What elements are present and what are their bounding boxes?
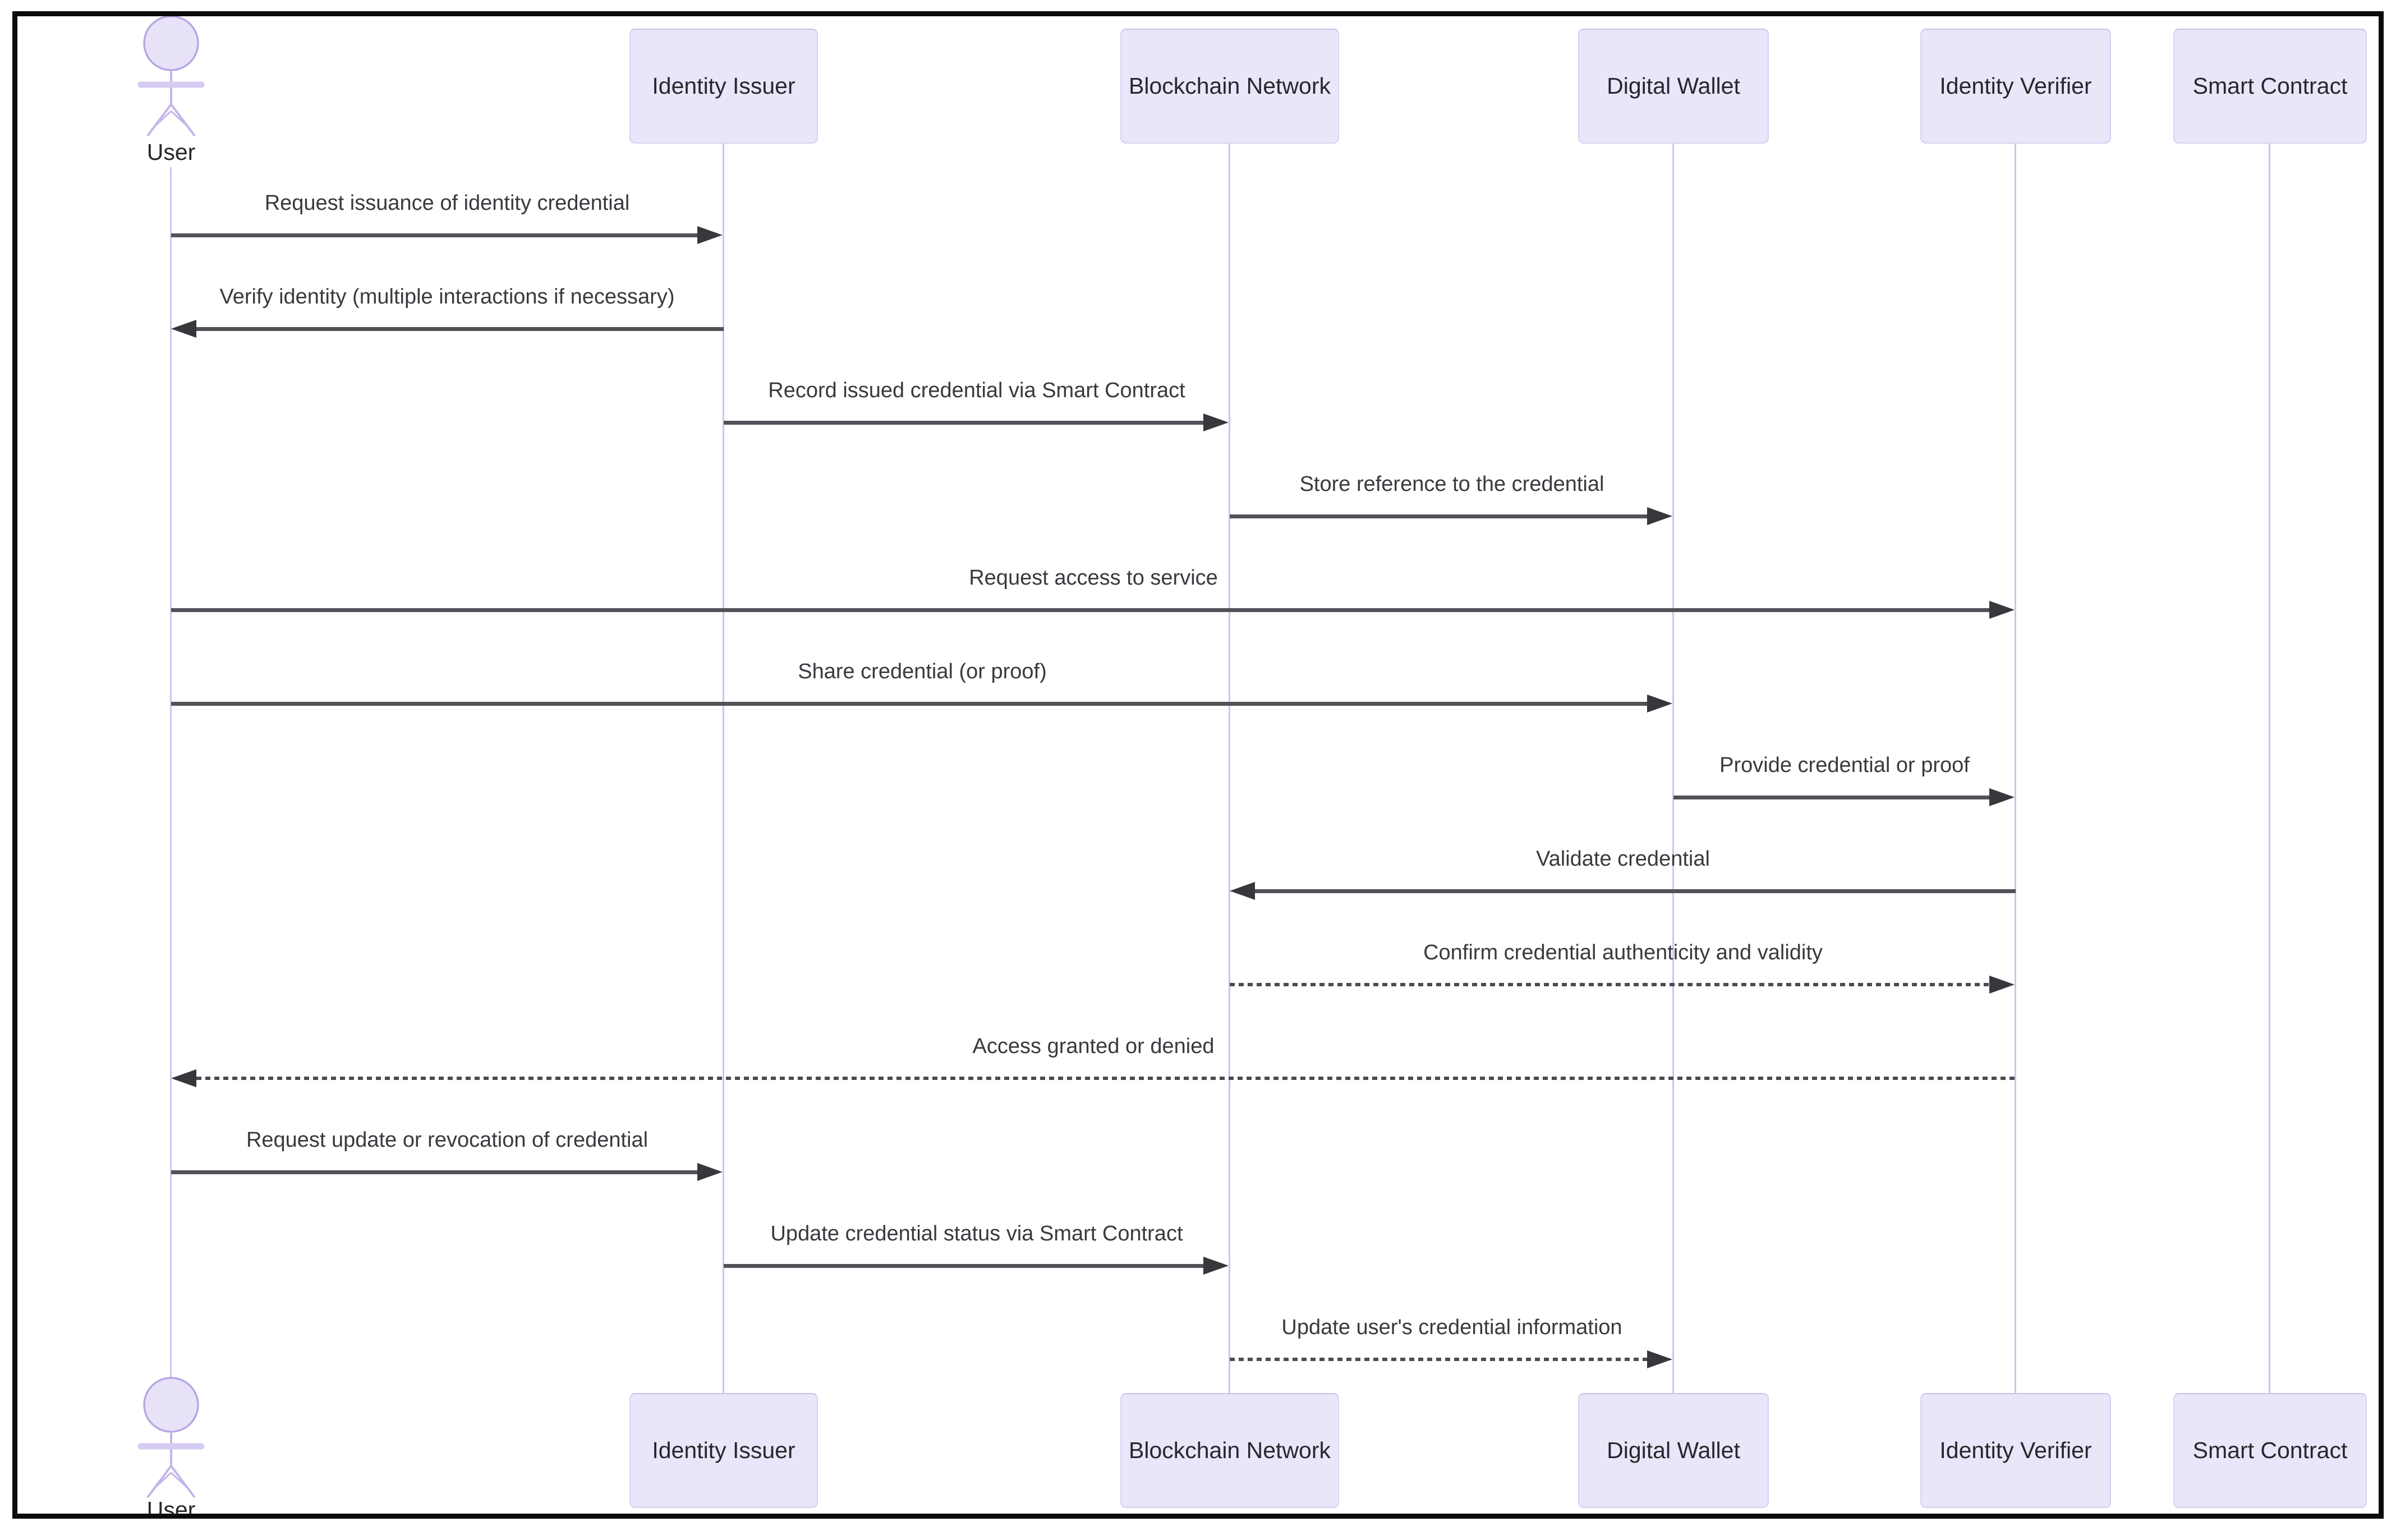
message-label-1: Request issuance of identity credential: [264, 191, 630, 215]
participant-box-smart-contract-top: Smart Contract: [2173, 29, 2367, 144]
diagram-border: [12, 11, 2384, 1519]
message-arrow-7: [1673, 796, 1990, 799]
arrowhead-icon: [1647, 695, 1672, 712]
message-label-9: Confirm credential authenticity and vali…: [1423, 941, 1823, 964]
message-label-8: Validate credential: [1536, 847, 1710, 871]
arrowhead-icon: [1203, 1257, 1229, 1275]
participant-label: Smart Contract: [2192, 1437, 2348, 1463]
participant-label: Blockchain Network: [1128, 73, 1331, 99]
participant-label: Digital Wallet: [1607, 73, 1740, 99]
participant-box-identity-issuer-bottom: Identity Issuer: [629, 1393, 818, 1508]
message-arrow-13: [1230, 1358, 1648, 1361]
message-label-6: Share credential (or proof): [798, 660, 1047, 683]
message-arrow-6: [171, 702, 1648, 706]
actor-user-top-icon: [137, 15, 205, 137]
actor-user-bottom-icon: [137, 1377, 205, 1498]
message-label-7: Provide credential or proof: [1719, 753, 1970, 777]
arrowhead-icon: [697, 226, 723, 244]
message-label-11: Request update or revocation of credenti…: [246, 1128, 649, 1152]
participant-label: Digital Wallet: [1607, 1437, 1740, 1463]
participant-box-smart-contract-bottom: Smart Contract: [2173, 1393, 2367, 1508]
message-arrow-9: [1230, 983, 1990, 986]
lifeline-smart-contract: [2269, 144, 2270, 1393]
lifeline-user: [170, 167, 172, 1377]
actor-user-bottom-label: User: [146, 1497, 196, 1523]
participant-box-identity-issuer-top: Identity Issuer: [629, 29, 818, 144]
arrowhead-icon: [1647, 1350, 1672, 1368]
lifeline-blockchain-network: [1229, 144, 1230, 1393]
participant-label: Identity Verifier: [1939, 1437, 2092, 1463]
message-arrow-10: [196, 1077, 2016, 1080]
participant-box-digital-wallet-top: Digital Wallet: [1578, 29, 1769, 144]
arrowhead-icon: [1989, 601, 2015, 619]
message-arrow-11: [171, 1170, 698, 1174]
message-label-5: Request access to service: [969, 566, 1218, 590]
arrowhead-icon: [1230, 882, 1255, 900]
participant-box-blockchain-network-bottom: Blockchain Network: [1120, 1393, 1339, 1508]
participant-box-identity-verifier-top: Identity Verifier: [1920, 29, 2111, 144]
arrowhead-icon: [171, 320, 196, 338]
arrowhead-icon: [1989, 976, 2015, 994]
actor-user-top-label: User: [146, 139, 196, 165]
message-arrow-5: [171, 608, 1990, 612]
message-label-10: Access granted or denied: [972, 1035, 1215, 1058]
participant-box-blockchain-network-top: Blockchain Network: [1120, 29, 1339, 144]
message-arrow-12: [724, 1264, 1204, 1268]
arrowhead-icon: [1647, 507, 1672, 525]
participant-box-identity-verifier-bottom: Identity Verifier: [1920, 1393, 2111, 1508]
message-arrow-2: [196, 327, 724, 331]
lifeline-digital-wallet: [1672, 144, 1674, 1393]
participant-label: Smart Contract: [2192, 73, 2348, 99]
arrowhead-icon: [697, 1163, 723, 1181]
message-label-2: Verify identity (multiple interactions i…: [219, 285, 675, 309]
message-label-3: Record issued credential via Smart Contr…: [768, 379, 1185, 402]
participant-label: Identity Verifier: [1939, 73, 2092, 99]
participant-label: Identity Issuer: [652, 73, 795, 99]
arrowhead-icon: [171, 1069, 196, 1087]
message-label-13: Update user's credential information: [1281, 1316, 1622, 1339]
participant-label: Blockchain Network: [1128, 1437, 1331, 1463]
participant-label: Identity Issuer: [652, 1437, 795, 1463]
message-arrow-3: [724, 421, 1204, 425]
message-arrow-8: [1255, 889, 2016, 893]
arrowhead-icon: [1989, 788, 2015, 806]
message-label-4: Store reference to the credential: [1299, 472, 1604, 496]
message-arrow-1: [171, 233, 698, 237]
participant-box-digital-wallet-bottom: Digital Wallet: [1578, 1393, 1769, 1508]
lifeline-identity-verifier: [2015, 144, 2016, 1393]
lifeline-identity-issuer: [723, 144, 724, 1393]
arrowhead-icon: [1203, 413, 1229, 431]
message-arrow-4: [1230, 514, 1648, 518]
message-label-12: Update credential status via Smart Contr…: [770, 1222, 1183, 1245]
